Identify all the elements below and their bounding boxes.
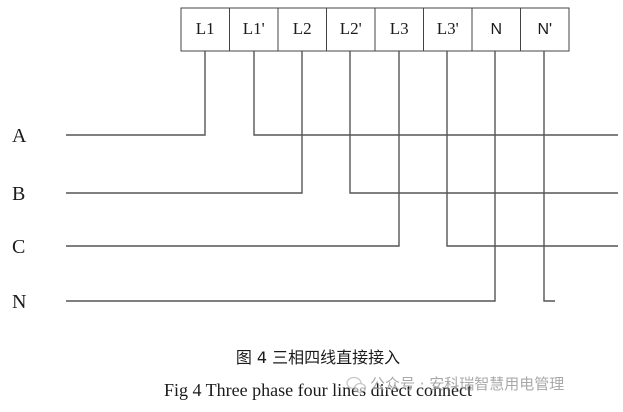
line-label-a: A bbox=[12, 125, 27, 147]
watermark-text: 公众号 · 安科瑞智慧用电管理 bbox=[370, 375, 564, 393]
line-label-b: B bbox=[12, 183, 25, 205]
wechat-icon bbox=[346, 376, 367, 394]
line-label-n: N bbox=[12, 291, 26, 313]
terminal-n-label: N bbox=[490, 21, 502, 38]
wire-c-out bbox=[446, 51, 618, 247]
wire-c-in bbox=[66, 51, 400, 247]
terminal-block: L1 L1' L2 L2' L3 L3' N N' bbox=[180, 7, 570, 52]
watermark: 公众号 · 安科瑞智慧用电管理 bbox=[346, 375, 564, 394]
terminal-l2-prime-label: L2' bbox=[340, 19, 362, 38]
wiring bbox=[66, 51, 618, 302]
wire-b-in bbox=[66, 51, 303, 194]
figure-caption-chinese: 图 4 三相四线直接接入 bbox=[236, 348, 400, 367]
terminal-l1-prime-box bbox=[229, 7, 279, 52]
line-labels: A B C N bbox=[12, 125, 27, 313]
wire-b-out bbox=[349, 51, 618, 194]
terminal-l3-prime-box bbox=[423, 7, 473, 52]
terminal-l1-box bbox=[180, 7, 230, 52]
line-label-c: C bbox=[12, 236, 25, 258]
wire-a-out bbox=[253, 51, 618, 136]
wire-n-out bbox=[543, 51, 555, 302]
terminal-n-prime-label: N' bbox=[537, 21, 552, 38]
terminal-l1-label: L1 bbox=[196, 19, 215, 38]
terminal-n-prime-box bbox=[520, 7, 570, 52]
terminal-l2-label: L2 bbox=[293, 19, 312, 38]
wire-a-in bbox=[66, 51, 206, 136]
terminal-n-box bbox=[471, 7, 521, 52]
terminal-l3-prime-label: L3' bbox=[437, 19, 459, 38]
terminal-l1-prime-label: L1' bbox=[243, 19, 265, 38]
wire-n-in bbox=[66, 51, 496, 302]
terminal-l3-label: L3 bbox=[390, 19, 409, 38]
figure-caption-english: Fig 4 Three phase four lines direct conn… bbox=[164, 380, 472, 400]
